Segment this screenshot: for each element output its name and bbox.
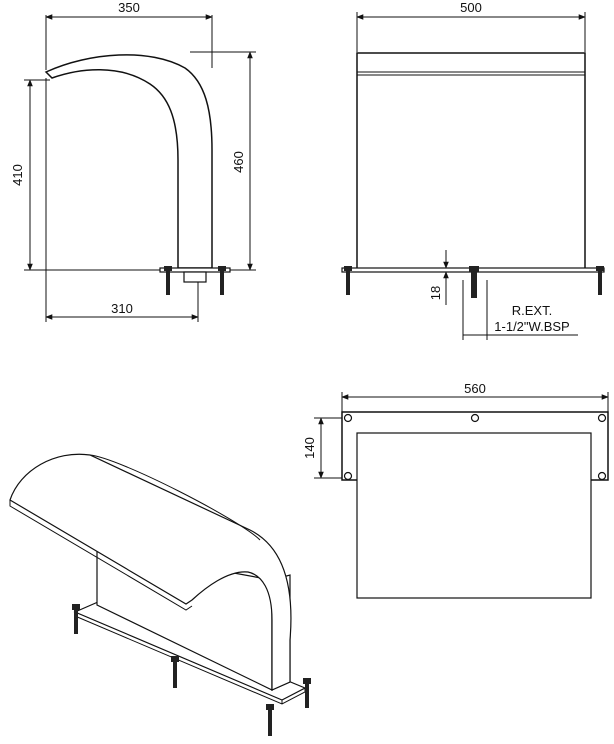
iso-bolt-right	[303, 678, 311, 708]
side-connector	[183, 271, 207, 283]
top-bolt-holes	[343, 413, 607, 481]
isometric-view	[9, 453, 311, 736]
top-view: 560 140	[302, 381, 609, 599]
iso-canopy	[9, 453, 292, 691]
dim-front-width: 500	[460, 0, 482, 15]
dim-top-depth: 140	[302, 437, 317, 459]
front-bolt-left	[344, 266, 352, 295]
thread-label-line2: 1-1/2"W.BSP	[494, 319, 569, 334]
dim-side-width: 350	[118, 0, 140, 15]
dim-front-base-thickness: 18	[428, 286, 443, 300]
front-bolt-right	[596, 266, 604, 295]
spout-profile	[44, 54, 213, 269]
top-canopy	[356, 432, 592, 599]
iso-bolt-back-left	[72, 604, 80, 634]
thread-label-line1: R.EXT.	[512, 303, 552, 318]
iso-bolt-front	[266, 704, 274, 736]
side-bolt-right	[218, 266, 226, 295]
dim-side-height-right: 460	[231, 151, 246, 173]
front-view: 500 18 R.EXT. 1-1/2"W.BSP	[341, 0, 605, 340]
iso-bolt-middle	[171, 656, 179, 688]
front-body	[356, 52, 586, 272]
dim-side-base: 310	[111, 301, 133, 316]
side-view: 350 410 460 310	[10, 0, 256, 322]
front-bolt-center	[469, 266, 479, 298]
dim-side-height-left: 410	[10, 164, 25, 186]
side-bolt-left	[164, 266, 172, 295]
dim-top-width: 560	[464, 381, 486, 396]
